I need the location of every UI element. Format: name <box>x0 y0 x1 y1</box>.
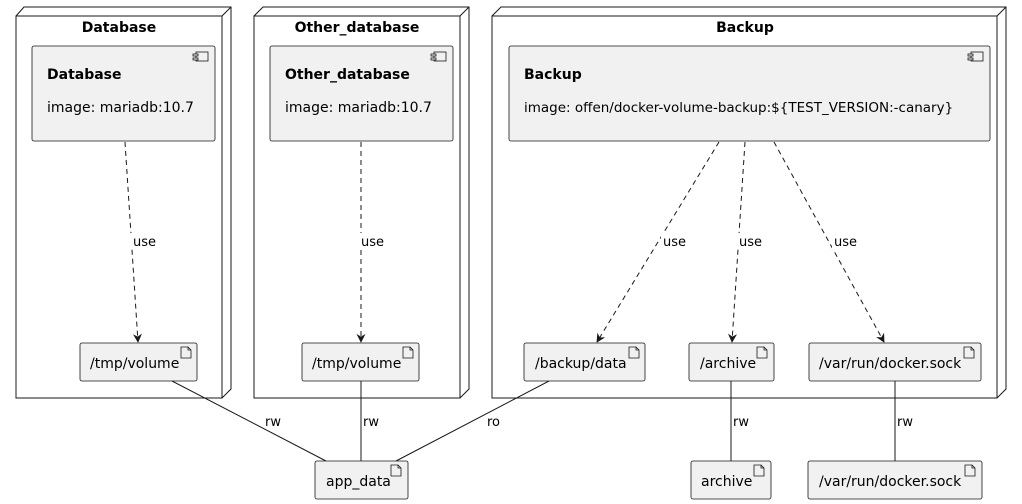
edge-use-backup-data-label: use <box>663 235 686 250</box>
component-icon <box>967 51 984 62</box>
edge-rw-archive: rw <box>730 381 749 461</box>
edge-use-other-database: use <box>356 142 389 343</box>
artifact-docker-sock-mount-label: /var/run/docker.sock <box>819 356 962 372</box>
edge-use-archive: use <box>728 141 767 343</box>
component-database-image: image: mariadb:10.7 <box>47 100 194 116</box>
component-backup: Backup image: offen/docker-volume-backup… <box>508 45 991 142</box>
artifact-archive-mount-label: /archive <box>700 356 756 372</box>
component-icon <box>192 51 209 62</box>
node-backup-title: Backup <box>716 20 774 36</box>
artifact-archive-label: archive <box>701 474 752 490</box>
node-other-database-title: Other_database <box>295 20 420 36</box>
edge-rw-other-database: rw <box>360 381 379 461</box>
edge-use-archive-label: use <box>739 235 762 250</box>
artifact-icon <box>963 346 975 359</box>
node-database-title: Database <box>82 20 157 36</box>
artifact-icon <box>628 346 640 359</box>
edge-ro-backup-data-label: ro <box>487 415 500 430</box>
artifact-icon <box>180 346 192 359</box>
component-backup-name: Backup <box>524 67 582 83</box>
artifact-docker-sock-label: /var/run/docker.sock <box>819 474 962 490</box>
artifact-app-data-label: app_data <box>326 474 391 490</box>
artifact-db-tmp-volume: /tmp/volume <box>79 342 198 382</box>
component-other-database-image: image: mariadb:10.7 <box>285 100 432 116</box>
component-database: Database image: mariadb:10.7 <box>31 45 216 142</box>
artifact-archive: archive <box>690 460 772 500</box>
edge-ro-backup-data: ro <box>395 380 550 462</box>
artifact-backup-data-label: /backup/data <box>535 356 627 372</box>
artifact-db-tmp-volume-label: /tmp/volume <box>90 356 179 372</box>
artifact-icon <box>753 464 765 477</box>
component-database-name: Database <box>47 67 122 83</box>
artifact-docker-sock-mount: /var/run/docker.sock <box>808 342 982 382</box>
artifact-docker-sock: /var/run/docker.sock <box>807 460 983 500</box>
edge-use-other-database-label: use <box>361 235 384 250</box>
edge-rw-archive-label: rw <box>733 415 749 430</box>
edge-use-backup-data: use <box>596 141 720 343</box>
artifact-other-tmp-volume-label: /tmp/volume <box>312 356 401 372</box>
artifact-icon <box>964 464 976 477</box>
component-icon <box>430 51 447 62</box>
edge-rw-docker-sock-label: rw <box>897 415 913 430</box>
artifact-archive-mount: /archive <box>688 342 775 382</box>
artifact-app-data: app_data <box>314 460 409 500</box>
edge-use-database: use <box>124 141 160 343</box>
edge-rw-docker-sock: rw <box>894 381 913 461</box>
artifact-icon <box>756 346 768 359</box>
edge-rw-database-label: rw <box>265 415 281 430</box>
edge-use-docker-sock-label: use <box>834 235 857 250</box>
edge-use-docker-sock: use <box>773 141 885 343</box>
component-other-database-name: Other_database <box>285 67 410 83</box>
component-backup-image: image: offen/docker-volume-backup:${TEST… <box>524 100 953 116</box>
artifact-other-tmp-volume: /tmp/volume <box>301 342 420 382</box>
edge-rw-other-database-label: rw <box>363 415 379 430</box>
component-other-database: Other_database image: mariadb:10.7 <box>269 45 454 142</box>
edge-rw-database: rw <box>171 380 327 462</box>
artifact-icon <box>402 346 414 359</box>
edge-use-database-label: use <box>133 235 156 250</box>
artifact-icon <box>390 464 402 477</box>
artifact-backup-data: /backup/data <box>523 342 646 382</box>
